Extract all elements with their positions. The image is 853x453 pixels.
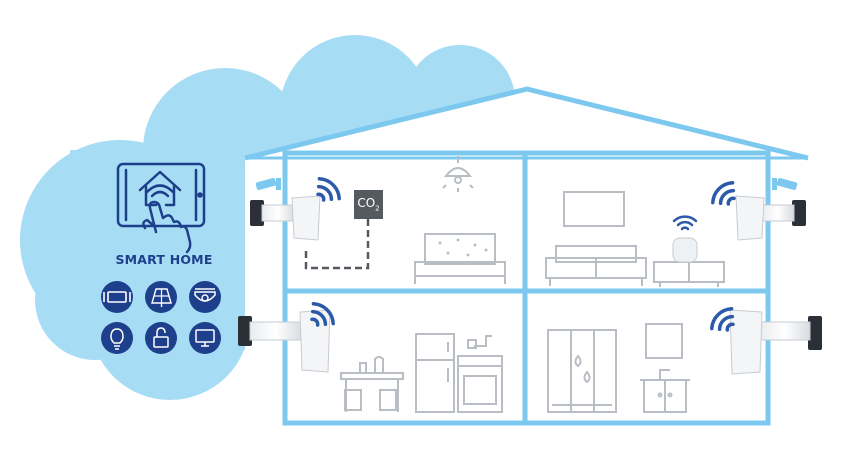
wifi-icon-lower-right [710,307,735,332]
kitchen [340,333,503,413]
sofa-icon [545,245,647,286]
wifi-router-icon [672,237,698,263]
solar-panel-icon [145,281,177,313]
shower-cabin-icon [547,329,617,413]
co2-sensor [304,190,383,270]
co2-sensor-text: CO [357,196,376,210]
wifi-icon-upper-right [711,181,736,206]
co2-sensor-label: CO2 [354,196,383,212]
device-icons [101,281,221,354]
wifi-icon-lower-left [310,302,335,327]
ventilation-unit-upper-right [735,195,806,241]
refrigerator-icon [415,333,455,413]
smart-home-title: SMART HOME [115,252,213,267]
house-roof [244,86,809,161]
dining-table-icon [340,356,404,412]
monitor-icon [189,322,221,354]
bathroom [547,323,690,413]
co2-sensor-subscript: 2 [375,204,380,213]
tablet-house-hand-icon [116,162,206,254]
sink-cabinet-icon [640,369,690,413]
bedroom [414,156,506,284]
bed-icon [414,233,506,284]
ventilation-unit-lower-left [238,309,331,373]
tv-icon [563,191,625,227]
light-bulb-icon [101,322,133,354]
security-camera-left [255,177,281,191]
lock-icon [145,322,177,354]
ceiling-lamp-icon [442,156,474,192]
wifi-icon-router [672,215,698,231]
ventilation-unit-lower-right [729,309,822,375]
ventilation-unit-upper-left [250,195,321,241]
house [244,86,809,430]
security-camera-right [772,177,798,191]
stove-icon [457,335,503,413]
security-camera-icon [189,281,221,313]
ventilator-icon [101,281,133,313]
sensor-wire [304,219,370,270]
wifi-icon-upper-left [316,177,341,202]
wifi-icons [310,177,736,332]
mirror-icon [645,323,683,359]
